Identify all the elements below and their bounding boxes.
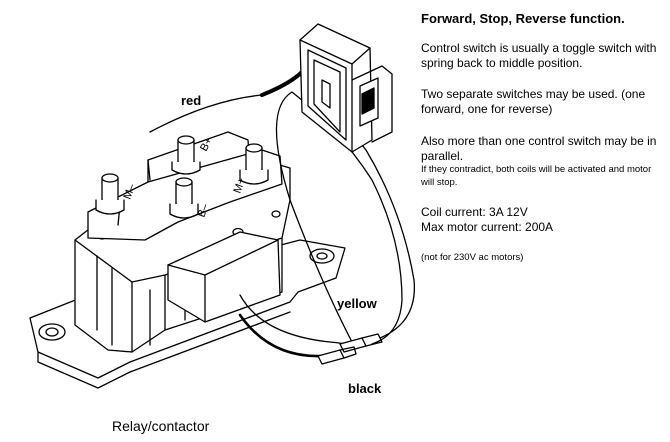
note-separate-switches: Two separate switches may be used. (one … [421,87,646,116]
wire-red [149,71,301,133]
caption-relay: Relay/contactor [112,418,210,434]
note-coil-current: Coil current: 3A 12V [421,205,528,219]
coil-housing [167,231,281,323]
terminal-post-bminus [169,177,199,219]
note-not-ac: (not for 230V ac motors) [421,252,524,263]
label-black: black [348,381,382,396]
label-yellow: yellow [337,296,377,311]
label-red: red [181,93,202,108]
black-wire-connector [317,346,357,365]
wire-black [238,313,324,358]
terminal-label-mminus: M– [122,182,139,201]
note-parallel: Also more than one control switch may be… [421,134,657,163]
terminal-post-bplus [171,135,201,175]
toggle-control-switch [299,23,393,153]
terminal-post-mplus [239,143,269,185]
note-control-switch: Control switch is usually a toggle switc… [421,41,657,70]
terminal-label-bminus: B– [196,201,212,219]
note-contradict: If they contradict, both coils will be a… [421,164,652,188]
note-max-motor-current: Max motor current: 200A [421,220,554,234]
terminal-label-mplus: M+ [232,176,249,195]
notes-title: Forward, Stop, Reverse function. [421,11,625,26]
terminal-post-mminus [95,173,125,215]
terminal-label-bplus: B+ [198,136,215,154]
